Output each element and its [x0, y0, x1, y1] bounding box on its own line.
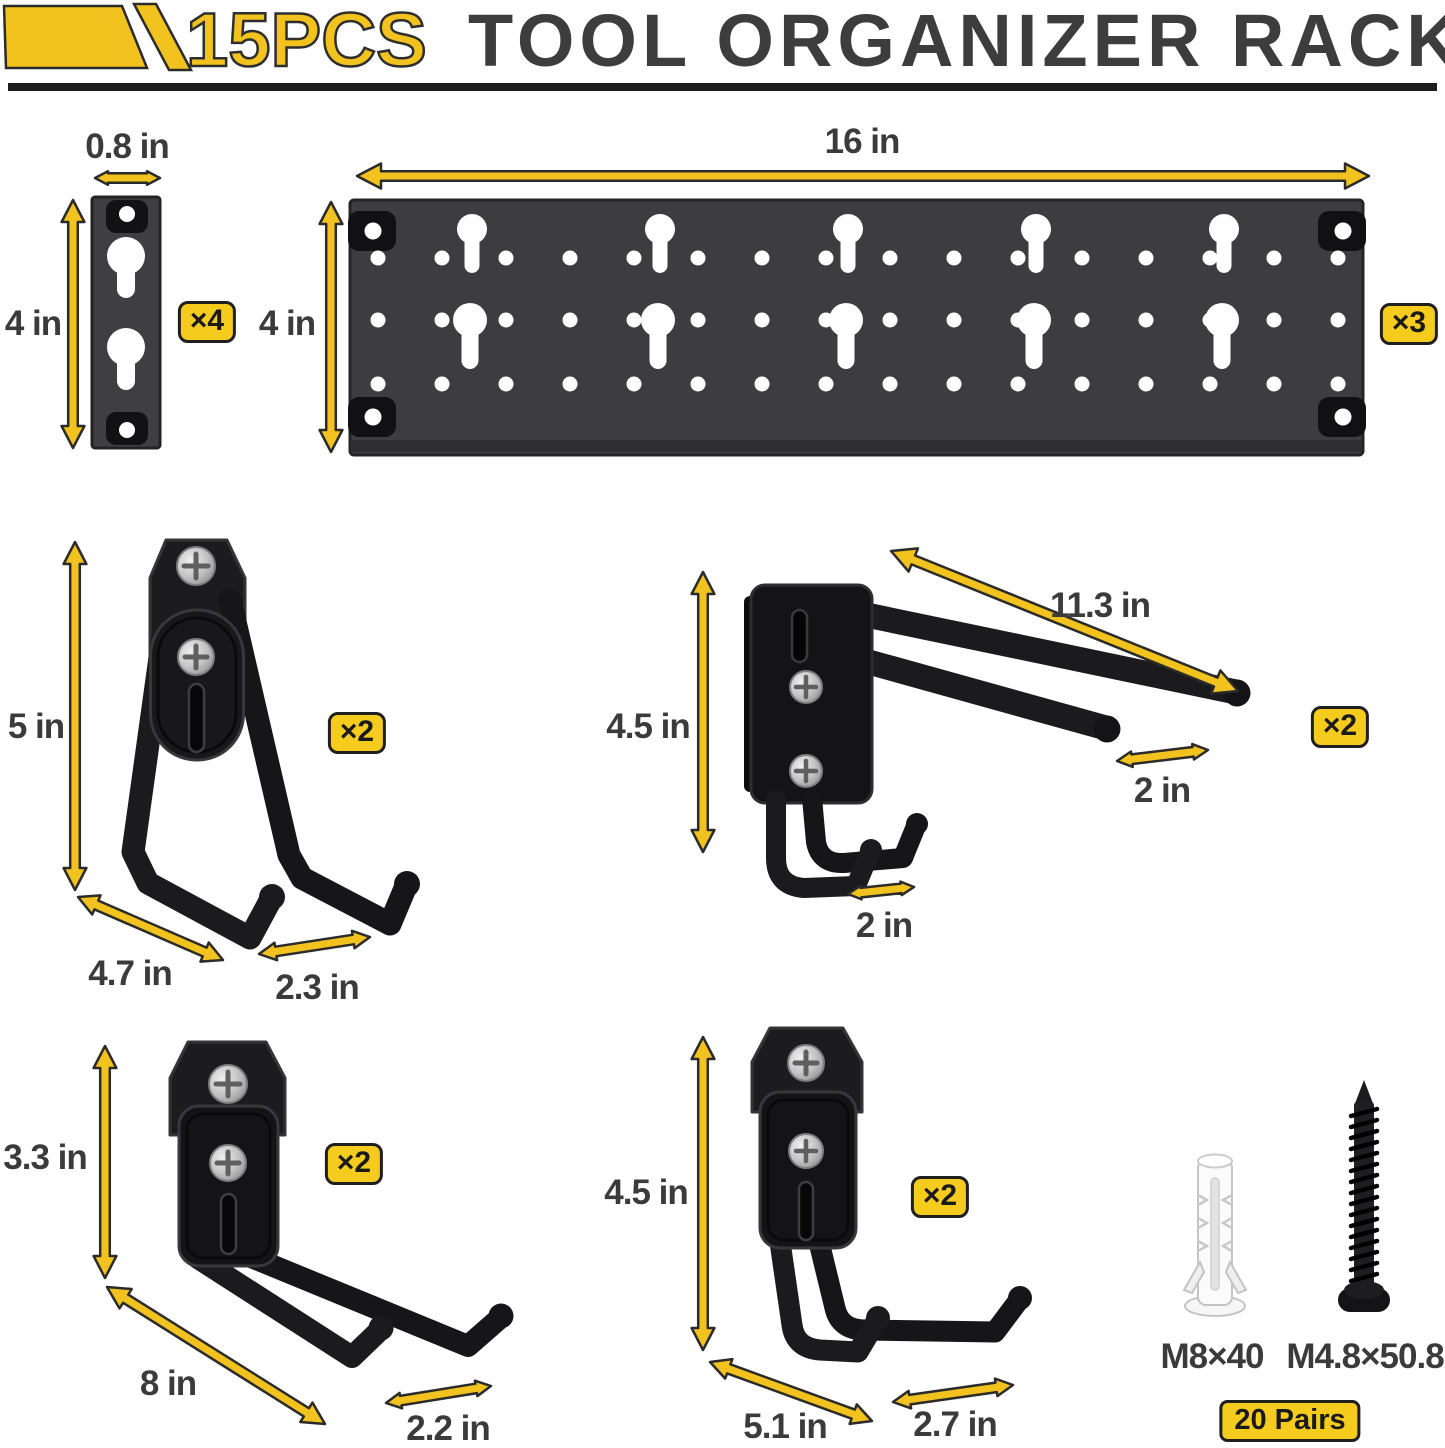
dim-label-u-hook-length: 4.7 in	[88, 954, 172, 993]
dim-label-rail-long-width: 16 in	[824, 122, 901, 161]
dim-label-utility-hook-tip: 2.7 in	[913, 1405, 997, 1444]
dim-label-rail-long-height: 4 in	[258, 304, 316, 343]
page-title: TOOL ORGANIZER RACK	[468, 0, 1445, 82]
qty-badge-u-hook: ×2	[327, 712, 387, 754]
piece-count-title: 15PCS	[185, 0, 428, 83]
screw-graphic	[1338, 1080, 1390, 1312]
qty-badge-long-hook: ×2	[324, 1143, 384, 1185]
dim-label-rail-short-height: 4 in	[4, 304, 62, 343]
dim-label-u-hook-tip: 2.3 in	[275, 968, 359, 1007]
large-u-hook-graphic	[121, 538, 420, 950]
screw-thread-pattern	[1348, 1106, 1380, 1284]
dim-label-double-hook-length: 11.3 in	[1049, 586, 1151, 625]
mounting-rail-short-graphic	[90, 195, 162, 450]
dim-label-double-hook-bottom-gap: 2 in	[855, 906, 913, 945]
qty-badge-rail-long: ×3	[1379, 303, 1439, 345]
dim-label-anchor-size: M8×40	[1160, 1337, 1265, 1376]
dim-label-utility-hook-height: 4.5 in	[604, 1173, 688, 1212]
qty-badge-utility-hook: ×2	[910, 1176, 970, 1218]
dim-label-utility-hook-length: 5.1 in	[743, 1407, 827, 1446]
dim-label-long-hook-length: 8 in	[139, 1364, 197, 1403]
long-j-hook-graphic	[168, 1040, 514, 1368]
qty-badge-rail-short: ×4	[177, 301, 237, 343]
dim-label-long-hook-tip: 2.2 in	[406, 1409, 490, 1448]
dim-label-screw-size: M4.8×50.8	[1286, 1337, 1444, 1376]
dim-label-u-hook-height: 5 in	[7, 707, 65, 746]
mounting-rail-long-graphic	[348, 198, 1366, 457]
brand-logo-icon	[2, 2, 194, 72]
qty-badge-double-hook: ×2	[1310, 706, 1370, 748]
header-divider	[8, 83, 1437, 91]
dim-label-double-hook-height: 4.5 in	[606, 707, 690, 746]
dim-label-long-hook-height: 3.3 in	[3, 1138, 87, 1177]
rail-hole-pattern	[370, 214, 1346, 392]
qty-badge-hardware: 20 Pairs	[1219, 1400, 1361, 1442]
double-straight-hook-graphic	[744, 583, 1251, 898]
utility-j-hook-graphic	[750, 1026, 1032, 1363]
dimension-arrows	[60, 162, 1371, 1426]
dim-label-rail-short-width: 0.8 in	[85, 127, 169, 166]
dim-label-double-hook-top-gap: 2 in	[1133, 771, 1191, 810]
wall-anchor-graphic	[1182, 1153, 1248, 1317]
